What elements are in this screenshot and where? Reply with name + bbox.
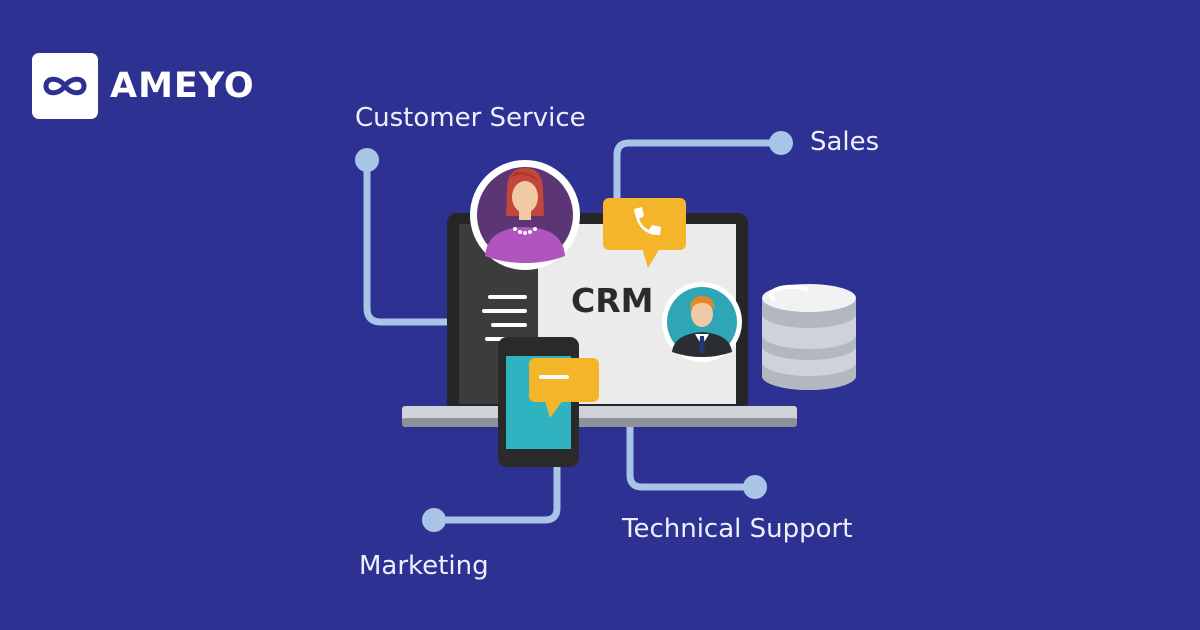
database-icon — [762, 284, 856, 390]
customer-service-dot-icon — [355, 148, 379, 172]
brand-name: AMEYO — [110, 66, 255, 106]
sales-connector — [613, 139, 785, 209]
technical-support-connector — [626, 421, 759, 491]
marketing-connector — [430, 461, 561, 524]
crm-screen-title: CRM — [571, 281, 654, 320]
ameyo-logo: AMEYO — [32, 53, 255, 119]
technical-support-dot-icon — [743, 475, 767, 499]
connector-lines — [363, 139, 785, 524]
marketing-dot-icon — [422, 508, 446, 532]
customer-service-label: Customer Service — [355, 103, 586, 133]
technical-support-label: Technical Support — [622, 514, 853, 544]
sales-dot-icon — [769, 131, 793, 155]
customer-service-avatar — [470, 160, 580, 270]
marketing-label: Marketing — [359, 551, 489, 581]
sales-label: Sales — [810, 127, 880, 157]
customer-service-connector — [363, 156, 456, 326]
message-bubble-icon — [529, 358, 599, 418]
phone-chat-bubble-icon — [603, 198, 686, 268]
sales-avatar — [662, 282, 742, 362]
infinity-logo-icon — [32, 53, 98, 119]
